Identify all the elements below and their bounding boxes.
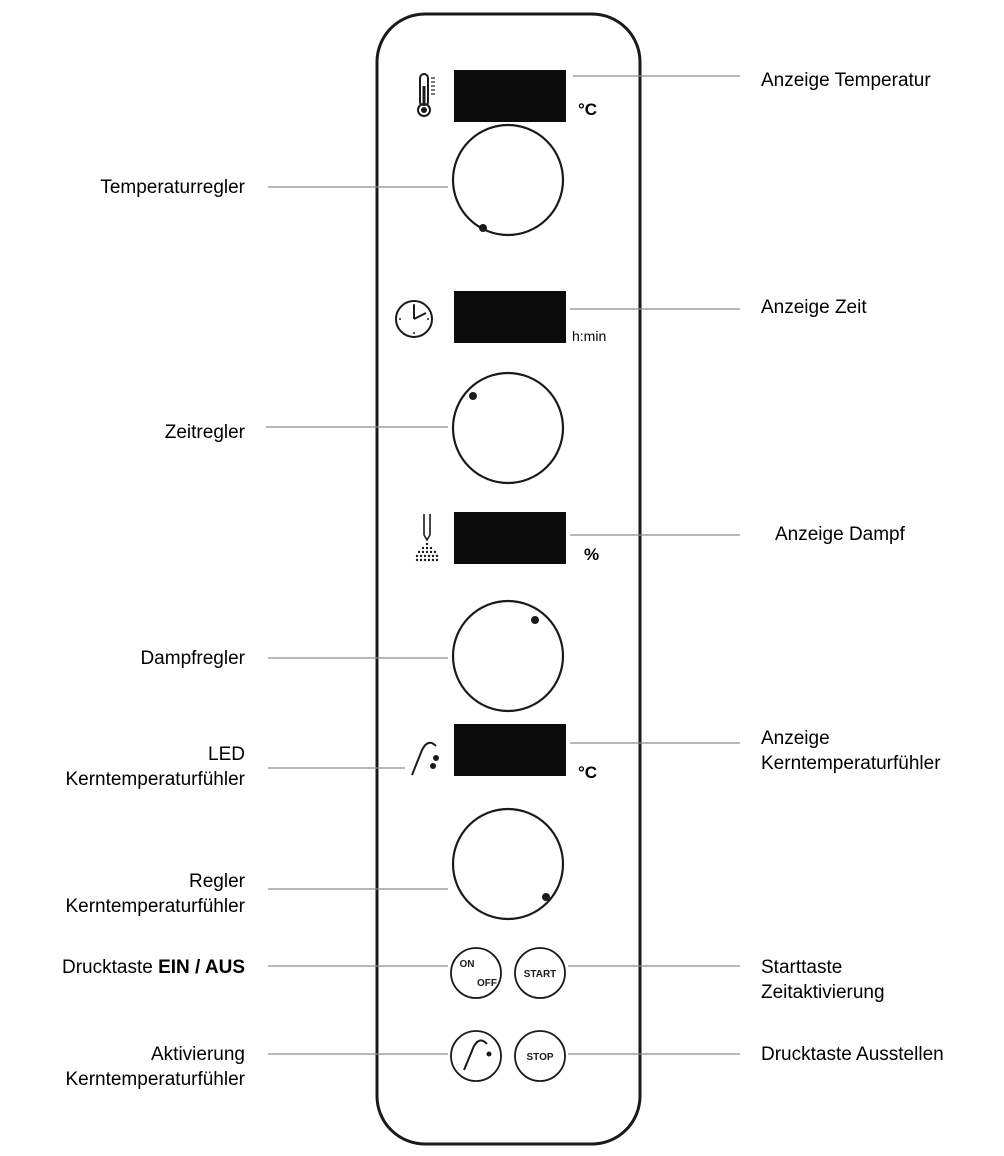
- knob-kerntemperatur-dot: [542, 893, 550, 901]
- display-kerntemperatur: [454, 724, 566, 776]
- steam-icon: [415, 514, 439, 562]
- core-probe-button-icon: [463, 1039, 492, 1071]
- knob-zeit[interactable]: [451, 371, 565, 485]
- knob-zeit-dot: [469, 392, 477, 400]
- button-kern-aktivierung[interactable]: [450, 1030, 502, 1082]
- button-off-label: OFF: [477, 978, 497, 989]
- displays: [454, 70, 566, 776]
- thermometer-icon: [417, 73, 435, 117]
- panel-outline: [375, 12, 642, 1146]
- clock-icon: [395, 300, 433, 338]
- button-stop[interactable]: [514, 1030, 566, 1082]
- button-start-label: START: [524, 969, 557, 980]
- knob-kerntemperatur[interactable]: [451, 807, 565, 921]
- button-stop-label: STOP: [526, 1052, 553, 1063]
- knob-indicators: [469, 224, 550, 901]
- knob-temperatur-dot: [479, 224, 487, 232]
- display-zeit: [454, 291, 566, 343]
- button-on-label: ON: [460, 959, 475, 970]
- knobs: [451, 123, 565, 921]
- knob-dampf[interactable]: [451, 599, 565, 713]
- button-on-off[interactable]: [450, 947, 502, 999]
- knob-dampf-dot: [531, 616, 539, 624]
- button-start[interactable]: [514, 947, 566, 999]
- push-buttons: [450, 947, 566, 1082]
- core-probe-icon: [411, 741, 439, 776]
- leader-lines: [266, 75, 740, 1055]
- knob-temperatur[interactable]: [451, 123, 565, 237]
- display-temperatur: [454, 70, 566, 122]
- display-dampf: [454, 512, 566, 564]
